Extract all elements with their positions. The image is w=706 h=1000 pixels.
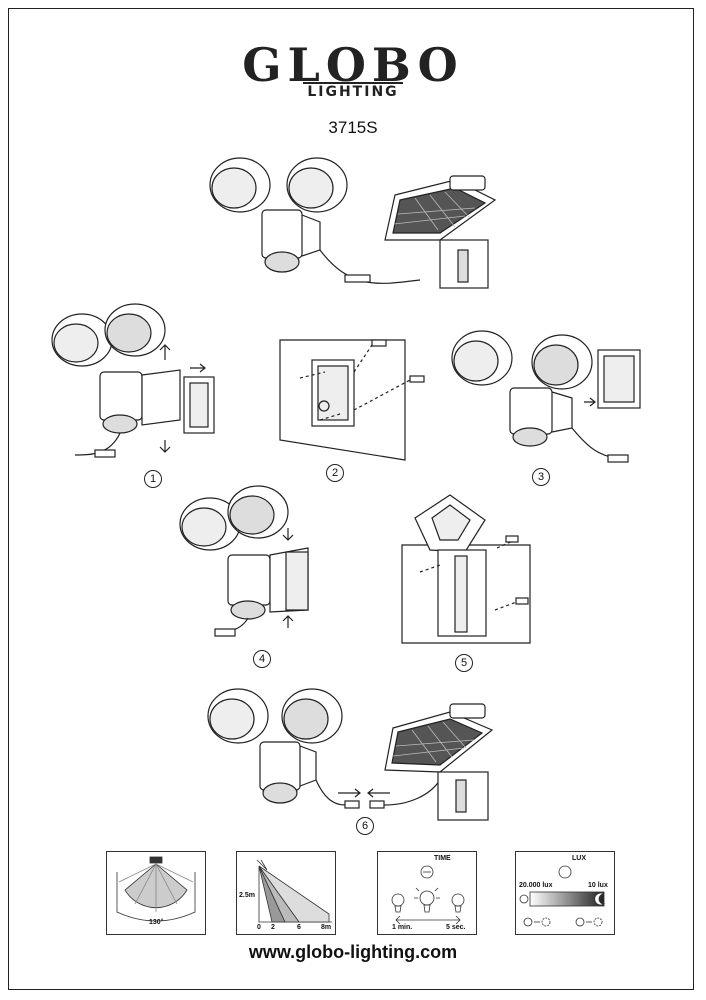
detection-angle-diagram: [116, 856, 196, 922]
step-2-illustration: [279, 339, 425, 461]
lux-setting-panel: LUX 20.000 lux 10 lux: [515, 851, 615, 935]
step-5-illustration: [401, 494, 531, 644]
time-setting-diagram: [391, 865, 465, 925]
step-3-illustration: [451, 330, 641, 463]
brand-subtitle: LIGHTING: [303, 82, 403, 100]
mounting-height-label: 2.5m: [239, 892, 255, 899]
range-tick-6: 6: [297, 924, 301, 931]
step-4-illustration: [179, 485, 309, 637]
detection-angle-label: 130°: [149, 919, 164, 926]
range-tick-2: 2: [271, 924, 275, 931]
brand-name: GLOBO: [242, 38, 464, 92]
time-min-label: 1 min.: [392, 924, 413, 931]
step-number-5: 5: [455, 654, 473, 672]
step-6-illustration: [207, 688, 494, 821]
lux-day-label: 20.000 lux: [519, 882, 553, 889]
model-number: 3715S: [328, 118, 378, 137]
step-number-2: 2: [326, 464, 344, 482]
time-label: TIME: [434, 855, 451, 862]
step-number-4: 4: [253, 650, 271, 668]
step-number-3: 3: [532, 468, 550, 486]
lux-label: LUX: [572, 855, 586, 862]
time-setting-panel: TIME 1 min. 5 sec.: [377, 851, 477, 935]
range-tick-8m: 8m: [321, 924, 332, 931]
step-number-1: 1: [144, 470, 162, 488]
brand-logo: GLOBO LIGHTING: [0, 42, 706, 100]
page-border: [8, 8, 694, 990]
detection-angle-panel: 130°: [106, 851, 206, 935]
overview-illustration: [209, 157, 497, 289]
detection-range-panel: 2.5m 0 2 6 8m: [236, 851, 336, 935]
range-tick-0: 0: [257, 924, 261, 931]
lux-setting-diagram: [519, 865, 606, 927]
lux-night-label: 10 lux: [588, 882, 608, 889]
step-number-6: 6: [356, 817, 374, 835]
time-max-label: 5 sec.: [446, 924, 466, 931]
step-1-illustration: [51, 303, 215, 458]
website-url[interactable]: www.globo-lighting.com: [248, 942, 458, 962]
detection-range-diagram: [256, 859, 332, 923]
